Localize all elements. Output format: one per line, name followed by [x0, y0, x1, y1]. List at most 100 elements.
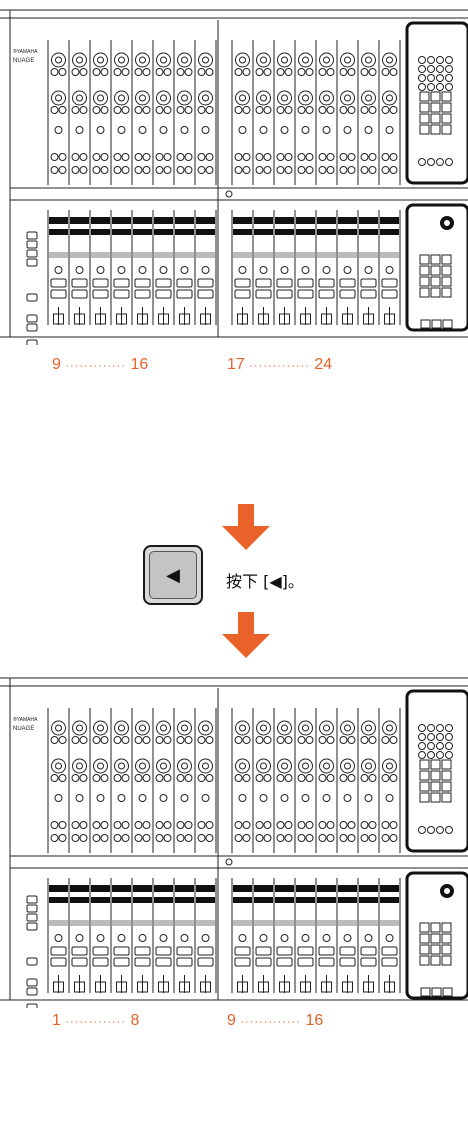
strip-button	[113, 946, 130, 956]
strip-button	[134, 946, 151, 956]
small-button	[284, 68, 293, 76]
strip-button	[113, 278, 130, 288]
control-key	[419, 781, 430, 792]
encoder-knob	[344, 762, 351, 770]
select-button	[343, 934, 352, 942]
small-button	[205, 153, 214, 161]
control-key	[430, 944, 441, 955]
display-bar	[133, 217, 152, 224]
small-button	[71, 166, 80, 174]
small-button	[79, 153, 88, 161]
strip-button	[381, 289, 398, 299]
range-start: 1	[52, 1012, 61, 1029]
small-button	[96, 126, 105, 134]
fader-cap	[384, 981, 395, 993]
small-button	[155, 106, 164, 114]
control-key	[419, 102, 430, 113]
fader-cap	[279, 313, 290, 325]
small-button	[163, 166, 172, 174]
center-dot	[225, 858, 233, 866]
small-button	[305, 736, 314, 744]
small-button	[197, 106, 206, 114]
small-button	[50, 736, 59, 744]
small-button	[92, 166, 101, 174]
strip-button	[276, 278, 293, 288]
small-button	[113, 68, 122, 76]
encoder-knob	[181, 94, 188, 102]
select-button	[280, 934, 289, 942]
small-button	[368, 153, 377, 161]
center-dot	[225, 190, 233, 198]
small-button	[205, 774, 214, 782]
small-button	[205, 106, 214, 114]
encoder-knob	[260, 94, 267, 102]
small-button	[134, 834, 143, 842]
small-button	[155, 153, 164, 161]
small-button	[142, 736, 151, 744]
prev-bank-button[interactable]: ◀	[143, 545, 205, 607]
display-bar	[175, 217, 194, 224]
display-bar	[275, 229, 294, 235]
strip-button	[255, 946, 272, 956]
control-button	[436, 826, 444, 834]
small-button	[163, 106, 172, 114]
encoder-knob	[97, 56, 104, 64]
small-button	[322, 794, 331, 802]
control-key	[441, 276, 452, 287]
strip-button	[155, 289, 172, 299]
small-button	[284, 821, 293, 829]
encoder-knob	[319, 758, 334, 774]
meter-strip	[338, 252, 357, 258]
small-button	[79, 821, 88, 829]
fader-cap	[363, 981, 374, 993]
display-bar	[49, 897, 68, 903]
small-button	[318, 736, 327, 744]
small-button	[184, 153, 193, 161]
small-button	[100, 153, 109, 161]
encoder-knob	[177, 758, 192, 774]
meter-strip	[112, 920, 131, 926]
display-bar	[338, 885, 357, 892]
small-button	[50, 834, 59, 842]
select-button	[322, 266, 331, 274]
small-button	[92, 821, 101, 829]
small-button	[176, 736, 185, 744]
small-button	[242, 106, 251, 114]
encoder-knob	[340, 90, 355, 106]
small-button	[347, 774, 356, 782]
fader-cap	[279, 981, 290, 993]
small-button	[58, 68, 67, 76]
display-bar	[70, 217, 89, 224]
encoder-knob	[51, 90, 66, 106]
small-button	[79, 774, 88, 782]
meter-strip	[196, 252, 215, 258]
small-button	[142, 834, 151, 842]
small-button	[92, 106, 101, 114]
control-key	[441, 113, 452, 124]
encoder-knob	[361, 758, 376, 774]
strip-button	[234, 278, 251, 288]
fader-cap	[258, 981, 269, 993]
encoder-knob	[181, 56, 188, 64]
encoder-knob	[256, 758, 271, 774]
small-button	[100, 736, 109, 744]
fader-cap	[158, 313, 169, 325]
small-button	[297, 736, 306, 744]
control-button	[418, 742, 426, 750]
small-button	[297, 821, 306, 829]
small-button	[297, 68, 306, 76]
small-button	[155, 166, 164, 174]
small-button	[339, 821, 348, 829]
small-button	[368, 821, 377, 829]
strip-button	[92, 278, 109, 288]
fader-cap	[384, 313, 395, 325]
small-button	[389, 166, 398, 174]
control-key	[419, 91, 430, 102]
control-key	[419, 265, 430, 276]
encoder-knob	[139, 94, 146, 102]
select-button	[54, 934, 63, 942]
small-button	[326, 774, 335, 782]
display-bar	[338, 229, 357, 235]
strip-button	[255, 289, 272, 299]
display-bar	[359, 897, 378, 903]
